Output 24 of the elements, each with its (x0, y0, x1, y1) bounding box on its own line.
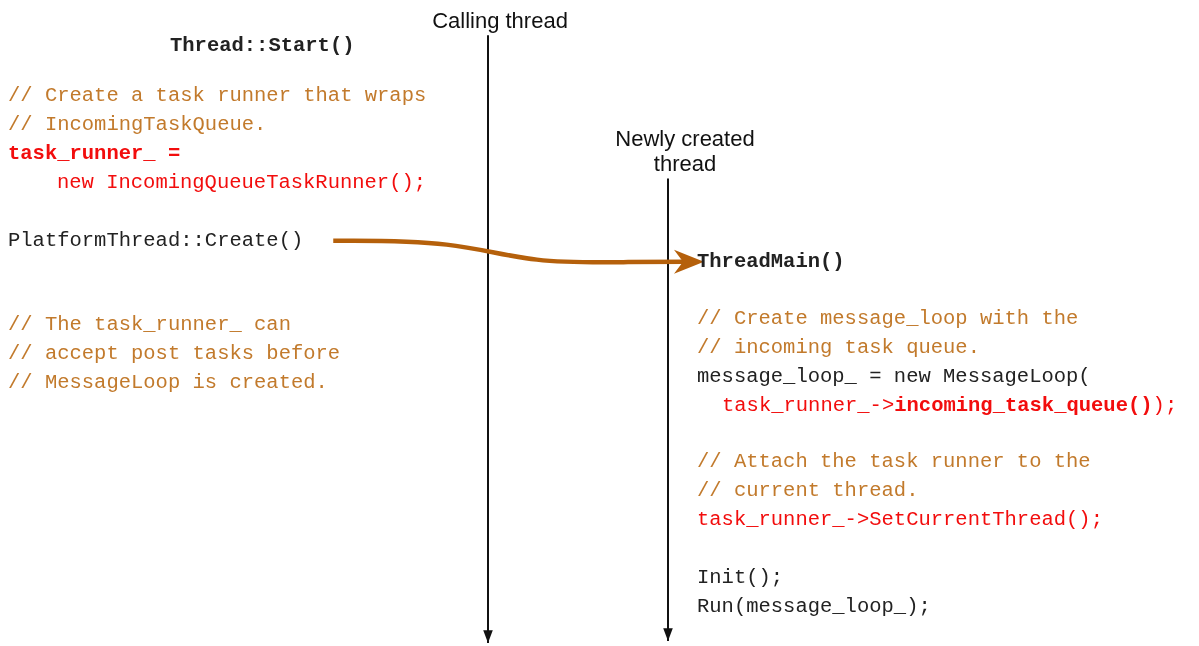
code-line: message_loop_ = new MessageLoop( (697, 365, 1091, 389)
code-comment: // Create message_loop with the (697, 307, 1079, 331)
function-call: PlatformThread::Create() (8, 229, 304, 253)
code-comment: // The task_runner_ can (8, 313, 291, 337)
thread-label: Newly created thread (590, 126, 780, 177)
code-comment: // incoming task queue. (697, 336, 980, 360)
code-line: Init(); (697, 566, 784, 590)
code-comment: // Attach the task runner to the (697, 450, 1091, 474)
thread-label: Calling thread (405, 8, 595, 34)
call-arrow (333, 238, 704, 274)
code-comment: // accept post tasks before (8, 342, 341, 366)
code-line: Run(message_loop_); (697, 595, 931, 619)
code-comment: // IncomingTaskQueue. (8, 113, 267, 137)
code-line: task_runner_ = (8, 142, 181, 166)
code-comment: // Create a task runner that wraps (8, 84, 427, 108)
code-line: task_runner_->SetCurrentThread(); (697, 508, 1103, 532)
code-comment: // MessageLoop is created. (8, 371, 328, 395)
function-name: ThreadMain() (697, 250, 845, 274)
code-comment: // current thread. (697, 479, 919, 503)
code-line: new IncomingQueueTaskRunner(); (57, 171, 427, 195)
code-line: task_runner_->incoming_task_queue()); (722, 394, 1178, 418)
timeline-arrow (663, 177, 673, 642)
function-heading: Thread::Start() (170, 34, 355, 58)
timeline-arrow (483, 34, 493, 644)
